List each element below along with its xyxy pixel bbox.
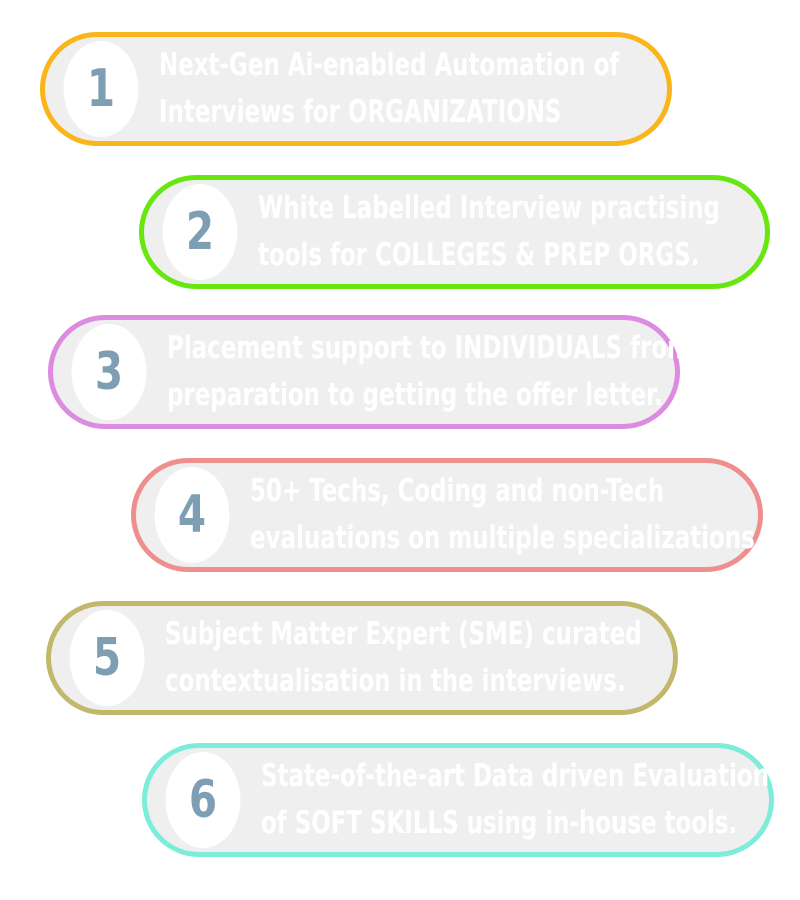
number-badge-3: 3 [71,324,147,420]
number-badge-5: 5 [69,610,145,706]
feature-text-2: White Labelled Interview practising tool… [258,185,720,279]
feature-item-6: 6 State-of-the-art Data driven Evaluatio… [142,743,774,857]
feature-text-6: State-of-the-art Data driven Evaluation … [261,753,769,847]
number-badge-1: 1 [63,41,139,137]
feature-text-line-1: Subject Matter Expert (SME) curated [165,616,642,652]
feature-text-line-2: of SOFT SKILLS using in-house tools. [261,805,738,841]
feature-text-line-1: Placement support to INDIVIDUALS from [167,330,692,366]
feature-text-line-1: White Labelled Interview practising [258,190,720,226]
feature-text-line-2: preparation to getting the offer letter. [167,377,663,413]
number-badge-2: 2 [162,184,238,280]
feature-text-line-2: tools for COLLEGES & PREP ORGS. [258,237,700,273]
feature-text-line-1: State-of-the-art Data driven Evaluation [261,758,770,794]
feature-text-5: Subject Matter Expert (SME) curated cont… [165,611,642,705]
number-badge-6: 6 [165,752,241,848]
feature-text-line-1: 50+ Techs, Coding and non-Tech [250,473,665,509]
feature-text-1: Next-Gen Ai-enabled Automation of Interv… [159,42,619,136]
number-badge-4: 4 [154,467,230,563]
feature-text-line-2: Interviews for ORGANIZATIONS [159,94,562,130]
feature-text-line-1: Next-Gen Ai-enabled Automation of [159,47,620,83]
feature-item-3: 3 Placement support to INDIVIDUALS from … [48,315,691,429]
feature-text-4: 50+ Techs, Coding and non-Tech evaluatio… [250,468,763,562]
feature-item-2: 2 White Labelled Interview practising to… [139,175,770,289]
feature-item-1: 1 Next-Gen Ai-enabled Automation of Inte… [40,32,672,146]
feature-item-5: 5 Subject Matter Expert (SME) curated co… [46,601,678,715]
feature-text-line-2: contextualisation in the interviews. [165,663,626,699]
feature-text-3: Placement support to INDIVIDUALS from pr… [167,325,691,419]
feature-item-4: 4 50+ Techs, Coding and non-Tech evaluat… [131,458,763,572]
feature-text-line-2: evaluations on multiple specializations. [250,520,764,556]
